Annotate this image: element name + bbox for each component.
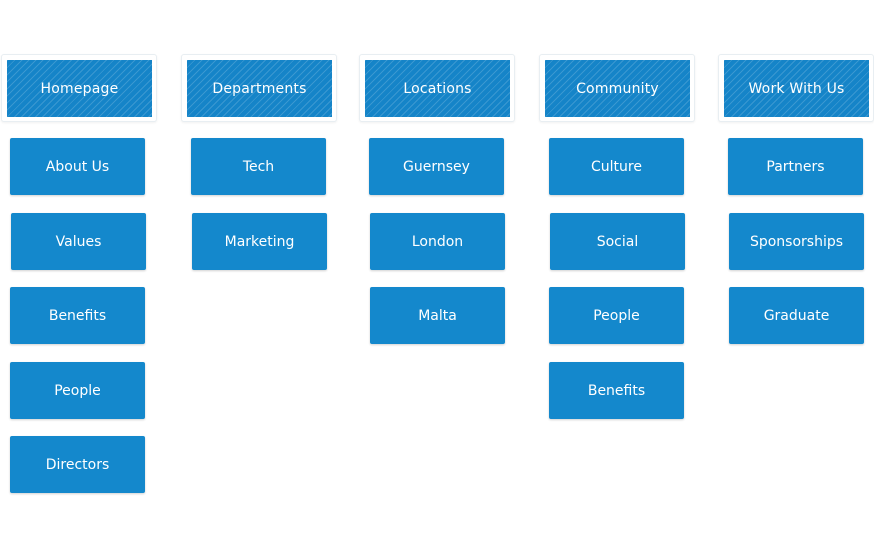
- page-node-label: Guernsey: [403, 158, 470, 175]
- page-node-label: Graduate: [763, 307, 830, 324]
- page-node-benefits[interactable]: Benefits: [549, 362, 684, 419]
- page-node-about-us[interactable]: About Us: [10, 138, 145, 195]
- page-node-marketing[interactable]: Marketing: [192, 213, 327, 270]
- page-node-label: Sponsorships: [749, 233, 844, 250]
- page-node-people[interactable]: People: [549, 287, 684, 344]
- page-node-label: Marketing: [224, 233, 295, 250]
- page-node-label: Directors: [45, 456, 110, 473]
- page-node-sponsorships[interactable]: Sponsorships: [729, 213, 864, 270]
- section-header-label: Homepage: [40, 80, 119, 97]
- page-node-directors[interactable]: Directors: [10, 436, 145, 493]
- page-node-label: Benefits: [587, 382, 646, 399]
- section-header-community[interactable]: Community: [545, 60, 690, 117]
- page-node-partners[interactable]: Partners: [728, 138, 863, 195]
- page-node-values[interactable]: Values: [11, 213, 146, 270]
- page-node-label: Malta: [418, 307, 457, 324]
- page-node-label: Values: [55, 233, 102, 250]
- section-header-departments[interactable]: Departments: [187, 60, 332, 117]
- page-node-label: London: [411, 233, 464, 250]
- page-node-benefits[interactable]: Benefits: [10, 287, 145, 344]
- page-node-label: Culture: [591, 158, 642, 175]
- page-node-malta[interactable]: Malta: [370, 287, 505, 344]
- page-node-label: About Us: [45, 158, 110, 175]
- page-node-tech[interactable]: Tech: [191, 138, 326, 195]
- section-header-frame: Departments: [181, 54, 337, 122]
- page-node-label: People: [593, 307, 640, 324]
- page-node-london[interactable]: London: [370, 213, 505, 270]
- section-header-frame: Community: [539, 54, 695, 122]
- section-header-locations[interactable]: Locations: [365, 60, 510, 117]
- section-header-frame: Work With Us: [718, 54, 874, 122]
- section-header-label: Locations: [403, 80, 472, 97]
- page-node-social[interactable]: Social: [550, 213, 685, 270]
- section-header-label: Work With Us: [748, 80, 845, 97]
- page-node-guernsey[interactable]: Guernsey: [369, 138, 504, 195]
- section-header-work-with-us[interactable]: Work With Us: [724, 60, 869, 117]
- section-header-frame: Homepage: [1, 54, 157, 122]
- page-node-label: Tech: [242, 158, 275, 175]
- page-node-label: Partners: [766, 158, 825, 175]
- page-node-label: Social: [596, 233, 639, 250]
- section-header-frame: Locations: [359, 54, 515, 122]
- section-header-label: Community: [576, 80, 659, 97]
- page-node-label: People: [54, 382, 101, 399]
- page-node-graduate[interactable]: Graduate: [729, 287, 864, 344]
- page-node-people[interactable]: People: [10, 362, 145, 419]
- section-header-homepage[interactable]: Homepage: [7, 60, 152, 117]
- section-header-label: Departments: [212, 80, 307, 97]
- page-node-label: Benefits: [48, 307, 107, 324]
- page-node-culture[interactable]: Culture: [549, 138, 684, 195]
